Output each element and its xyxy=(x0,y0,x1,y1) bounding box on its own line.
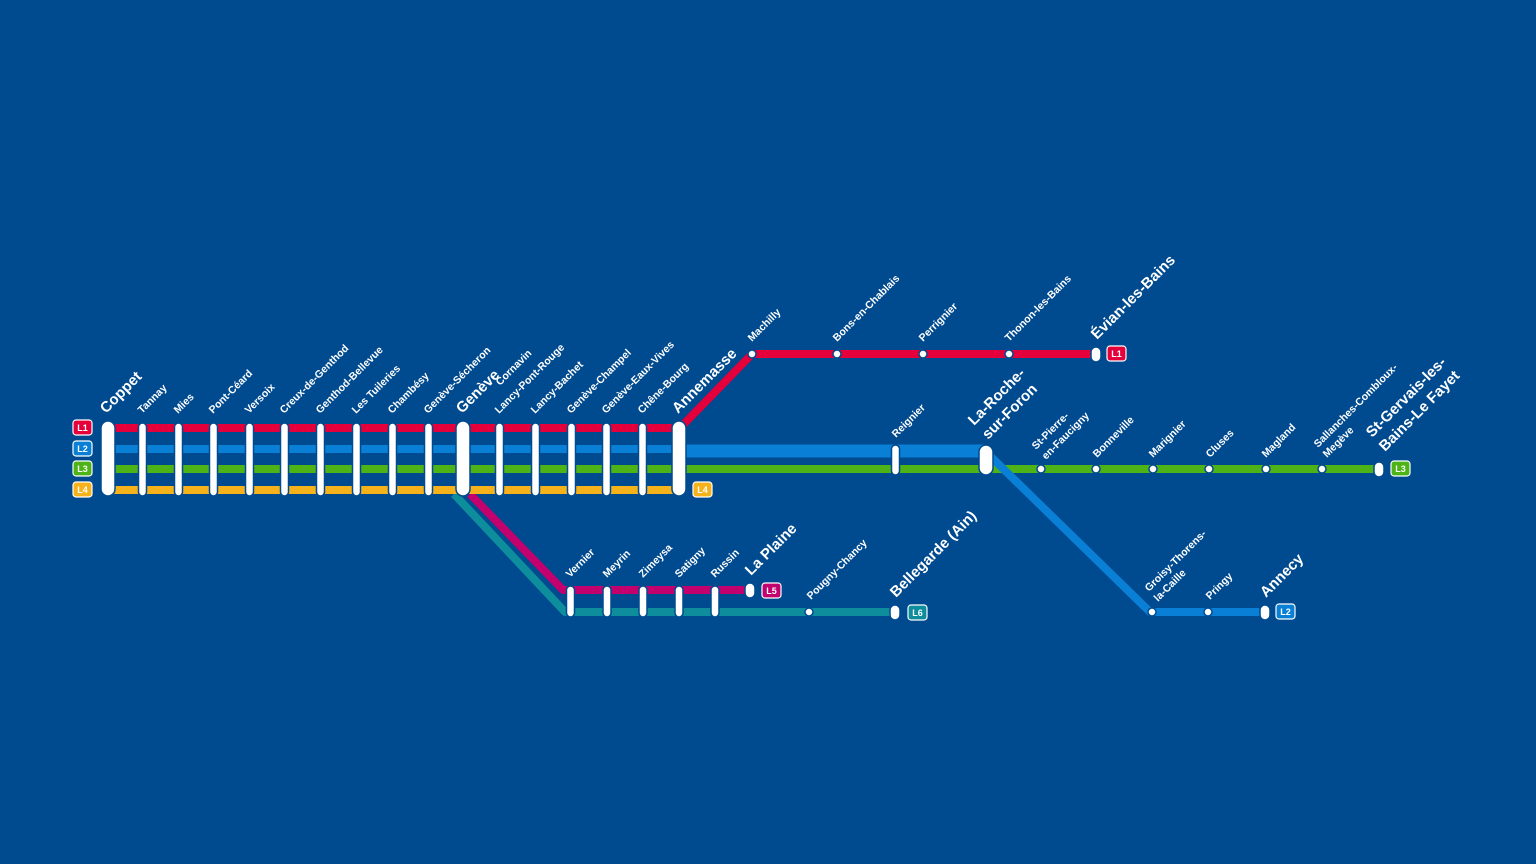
station-label-bellegarde: Bellegarde (Ain) xyxy=(887,507,980,600)
station-label-bonneville: Bonneville xyxy=(1091,414,1137,460)
svg-text:L1: L1 xyxy=(1111,349,1122,359)
station-marker-versoix[interactable] xyxy=(244,422,255,497)
svg-text:L2: L2 xyxy=(1280,607,1291,617)
badge-l4-annemasse[interactable]: L4 xyxy=(692,481,713,498)
badge-l3-left[interactable]: L3 xyxy=(72,460,93,477)
station-label-pringy: Pringy xyxy=(1204,570,1236,602)
station-marker-reignier[interactable] xyxy=(890,444,901,476)
station-marker-geneve-champel[interactable] xyxy=(566,422,577,497)
station-marker-mies[interactable] xyxy=(173,422,184,497)
station-label-annecy: Annecy xyxy=(1257,550,1308,601)
station-marker-pont-ceard[interactable] xyxy=(208,422,219,497)
station-label-evian-les-bains: Évian-les-Bains xyxy=(1088,252,1179,343)
station-marker-genthod-bellevue[interactable] xyxy=(315,422,326,497)
station-label-marignier: Marignier xyxy=(1147,418,1189,460)
station-marker-coppet[interactable] xyxy=(100,420,116,497)
station-label-tannay: Tannay xyxy=(136,382,170,416)
station-marker-geneve-eaux-vives[interactable] xyxy=(601,422,612,497)
station-label-la-plaine: La Plaine xyxy=(742,520,801,579)
station-label-genthod-bellevue: Genthod-Bellevue xyxy=(314,344,386,416)
station-marker-vernier[interactable] xyxy=(565,585,576,618)
svg-text:L4: L4 xyxy=(697,485,708,495)
station-label-geneve-champel: Genève-Champel xyxy=(565,347,634,416)
station-marker-zimeysa[interactable] xyxy=(638,585,648,618)
station-marker-lancy-bachet[interactable] xyxy=(530,422,541,497)
badge-l3-st-gervais[interactable]: L3 xyxy=(1390,460,1411,477)
station-marker-chene-bourg[interactable] xyxy=(637,422,648,497)
station-marker-annemasse[interactable] xyxy=(671,420,687,497)
station-marker-geneve[interactable] xyxy=(455,420,471,497)
station-marker-pougny-chancy[interactable] xyxy=(804,607,814,617)
station-marker-bellegarde[interactable] xyxy=(889,604,901,621)
station-label-mies: Mies xyxy=(172,391,197,416)
station-marker-st-gervais[interactable] xyxy=(1373,461,1385,478)
svg-text:L2: L2 xyxy=(77,444,88,454)
line-l5-segment xyxy=(467,491,750,594)
station-label-russin: Russin xyxy=(709,547,742,580)
station-label-reignier: Reignier xyxy=(890,402,928,440)
station-label-meyrin: Meyrin xyxy=(601,548,633,580)
station-marker-magland[interactable] xyxy=(1261,464,1271,474)
station-marker-russin[interactable] xyxy=(710,585,720,618)
station-marker-machilly[interactable] xyxy=(747,349,757,359)
station-label-creux-de-genthod: Creux-de-Genthod xyxy=(278,342,352,416)
station-marker-perrignier[interactable] xyxy=(918,349,928,359)
station-marker-groisy[interactable] xyxy=(1147,607,1157,617)
station-marker-chambesy[interactable] xyxy=(387,422,398,497)
station-marker-cluses[interactable] xyxy=(1204,464,1214,474)
svg-text:L3: L3 xyxy=(1395,464,1406,474)
station-markers xyxy=(100,346,1385,621)
station-marker-les-tuileries[interactable] xyxy=(351,422,362,497)
station-marker-satigny[interactable] xyxy=(674,585,684,618)
station-marker-pringy[interactable] xyxy=(1203,607,1213,617)
station-label-bons-en-chablais: Bons-en-Chablais xyxy=(831,272,903,344)
badge-l2-annecy[interactable]: L2 xyxy=(1275,603,1296,620)
station-label-magland: Magland xyxy=(1260,422,1299,461)
svg-text:L4: L4 xyxy=(77,485,88,495)
station-label-versoix: Versoix xyxy=(243,381,278,416)
station-label-satigny: Satigny xyxy=(673,545,708,580)
svg-text:L6: L6 xyxy=(912,608,923,618)
svg-text:L3: L3 xyxy=(77,464,88,474)
station-marker-la-roche-sur-foron[interactable] xyxy=(978,444,994,476)
station-marker-creux-de-genthod[interactable] xyxy=(279,422,290,497)
station-marker-tannay[interactable] xyxy=(137,422,148,497)
station-marker-thonon-les-bains[interactable] xyxy=(1004,349,1014,359)
station-label-machilly: Machilly xyxy=(746,306,784,344)
line-l6-segment xyxy=(451,491,895,616)
badge-l1-left[interactable]: L1 xyxy=(72,419,93,436)
badge-l5-la-plaine[interactable]: L5 xyxy=(761,582,782,599)
station-label-perrignier: Perrignier xyxy=(917,301,961,345)
station-label-thonon-les-bains: Thonon-les-Bains xyxy=(1003,273,1074,344)
station-marker-st-pierre-en-faucigny[interactable] xyxy=(1036,464,1046,474)
station-label-pougny-chancy: Pougny-Chancy xyxy=(805,537,870,602)
station-marker-la-plaine[interactable] xyxy=(744,582,756,599)
station-marker-bons-en-chablais[interactable] xyxy=(832,349,842,359)
badge-l1-evian[interactable]: L1 xyxy=(1106,345,1127,362)
station-marker-evian-les-bains[interactable] xyxy=(1090,346,1102,363)
station-marker-lancy-pont-rouge[interactable] xyxy=(494,422,505,497)
line-badges: L1 L2 L3 L4 L4 L1 L3 L2 xyxy=(72,345,1411,621)
badge-l4-left[interactable]: L4 xyxy=(72,481,93,498)
badge-l6-bellegarde[interactable]: L6 xyxy=(907,604,928,621)
station-label-cluses: Cluses xyxy=(1204,427,1237,460)
svg-text:L1: L1 xyxy=(77,423,88,433)
badge-l2-left[interactable]: L2 xyxy=(72,440,93,457)
svg-text:L5: L5 xyxy=(766,586,777,596)
station-marker-marignier[interactable] xyxy=(1148,464,1158,474)
station-marker-geneve-secheron[interactable] xyxy=(423,422,434,497)
station-marker-sallanches[interactable] xyxy=(1317,464,1327,474)
station-marker-bonneville[interactable] xyxy=(1091,464,1101,474)
station-marker-meyrin[interactable] xyxy=(602,585,612,618)
station-marker-annecy[interactable] xyxy=(1259,604,1271,621)
station-label-zimeysa: Zimeysa xyxy=(637,542,675,580)
station-label-vernier: Vernier xyxy=(564,546,598,580)
